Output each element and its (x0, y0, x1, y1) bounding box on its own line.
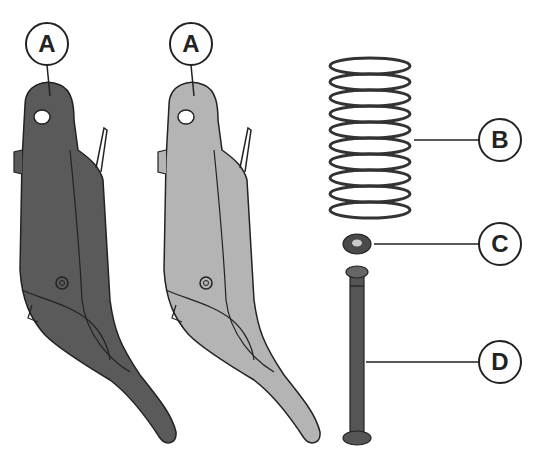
washer (343, 234, 371, 254)
spring (330, 58, 410, 218)
callout-letter: A (174, 27, 208, 61)
callout-letter: B (483, 123, 517, 157)
callout-letter: D (483, 345, 517, 379)
callout-letter: A (30, 27, 64, 61)
dark-trigger (14, 82, 176, 442)
callout-circles (26, 23, 521, 383)
leader-lines (47, 65, 479, 362)
pin (343, 266, 371, 445)
callout-letter: C (483, 227, 517, 261)
light-trigger (158, 82, 320, 442)
